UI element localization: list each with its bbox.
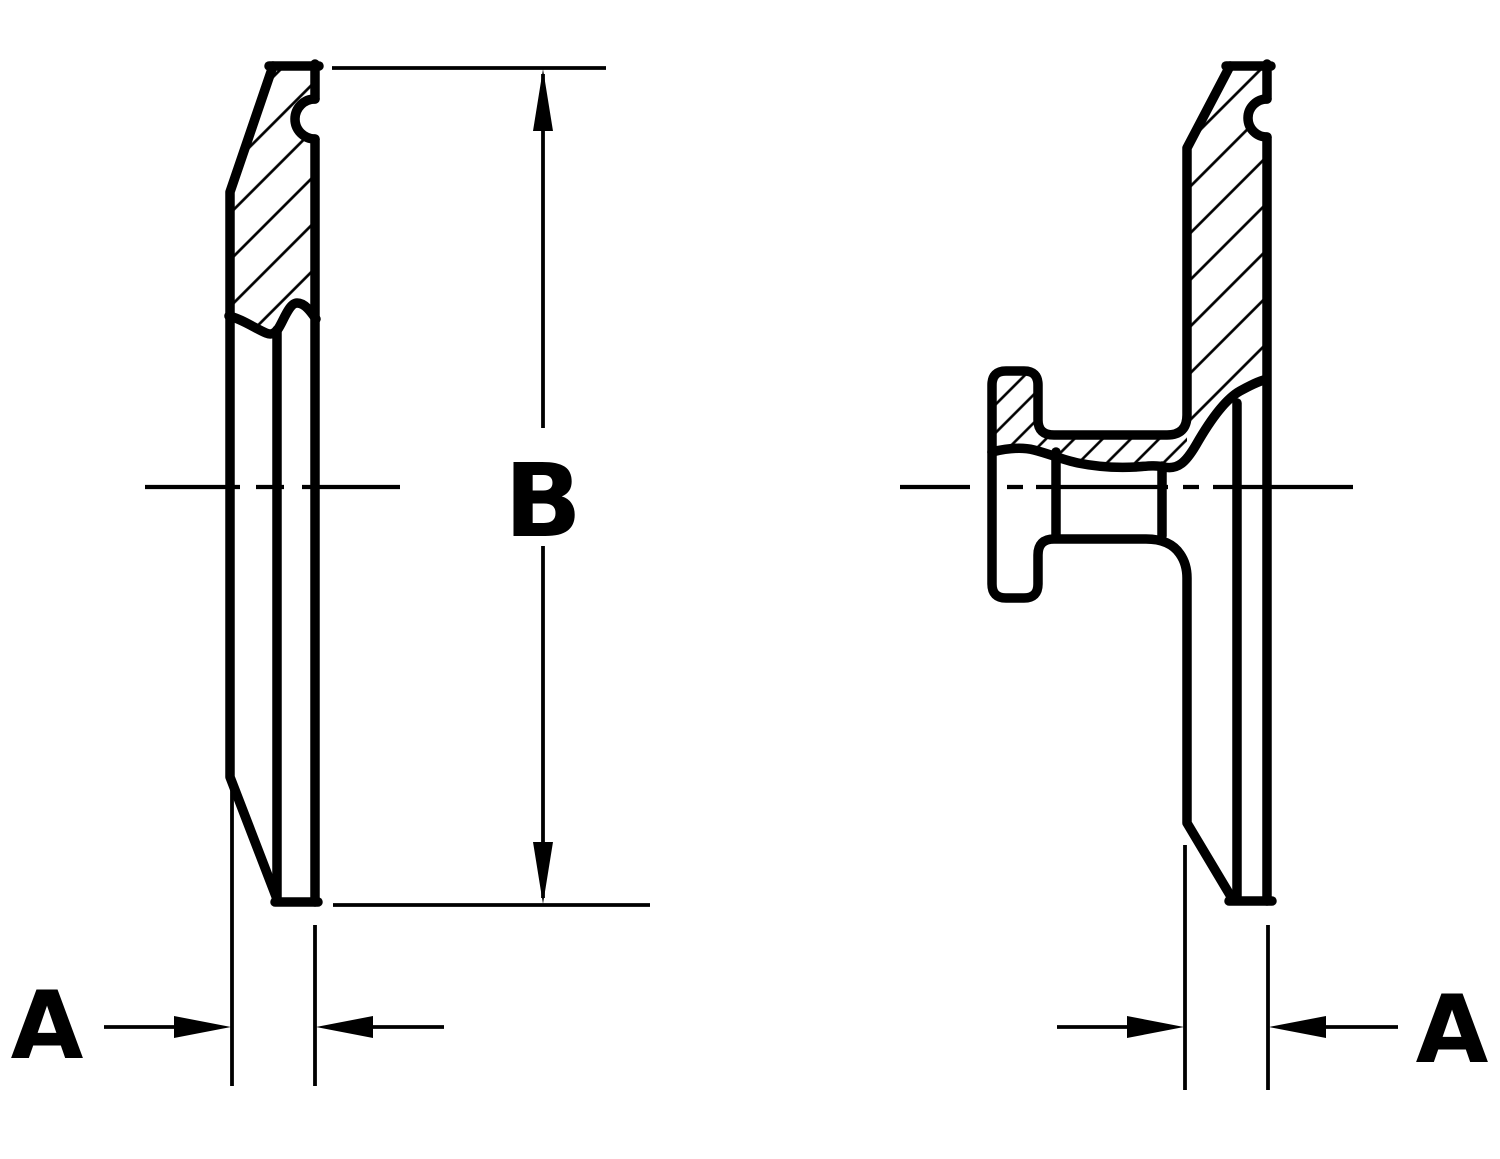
left-outer-edge-bevels	[225, 61, 282, 904]
left-view	[145, 59, 400, 907]
dimension-b-arrow-down-icon	[533, 842, 553, 904]
dimension-a-right-extension-lines	[1183, 845, 1270, 1090]
dimension-a-right-label: A	[1416, 976, 1489, 1085]
right-gasket-groove-core	[1252, 103, 1282, 133]
dimension-b: B	[332, 66, 650, 907]
right-view	[900, 59, 1353, 906]
dimension-a-right-arrow-right-icon	[1127, 1016, 1184, 1038]
dimension-a-left-extension-lines	[230, 790, 317, 1086]
dimension-a-left: A	[11, 790, 444, 1086]
dimension-b-label: B	[504, 442, 582, 561]
right-gasket-groove-arc	[1243, 94, 1272, 142]
left-gasket-groove-arc	[290, 94, 320, 144]
dimension-b-extension-lines	[332, 66, 650, 907]
dimension-a-right: A	[1057, 845, 1489, 1090]
left-gasket-groove-core	[299, 103, 331, 135]
dimension-a-left-arrow-right-icon	[174, 1016, 231, 1038]
dimension-a-right-arrow-left-icon	[1269, 1016, 1326, 1038]
right-outer-profile	[987, 61, 1238, 905]
right-break-line	[987, 375, 1269, 473]
left-break-line	[224, 298, 321, 339]
dimension-b-arrow-up-icon	[533, 69, 553, 131]
dimension-a-left-label: A	[11, 972, 84, 1081]
dimension-a-left-arrow-left-icon	[316, 1016, 373, 1038]
